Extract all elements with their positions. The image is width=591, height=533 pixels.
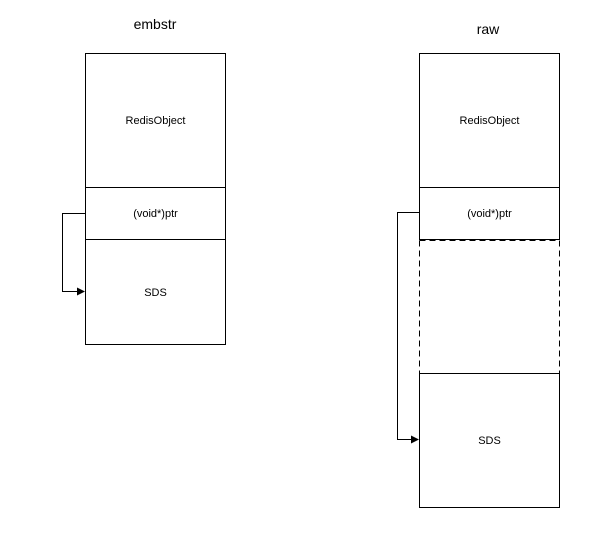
embstr-column: embstr RedisObject (void*)ptr SDS — [62, 16, 226, 345]
raw-ptr-label: (void*)ptr — [467, 208, 512, 220]
raw-redis-object-label: RedisObject — [460, 115, 520, 127]
raw-ptr-box — [419, 187, 560, 240]
raw-column: raw RedisObject (void*)ptr SDS — [397, 21, 560, 508]
embstr-pointer-arrow — [62, 213, 86, 296]
raw-title: raw — [477, 21, 500, 37]
embstr-ptr-label: (void*)ptr — [133, 208, 178, 220]
raw-sds-label: SDS — [478, 435, 501, 447]
raw-sds-box — [419, 373, 560, 508]
embstr-redis-object-label: RedisObject — [126, 115, 186, 127]
raw-pointer-arrow — [397, 212, 420, 444]
raw-memory-gap — [419, 240, 560, 374]
embstr-sds-box — [85, 239, 226, 345]
embstr-title: embstr — [134, 16, 177, 32]
embstr-sds-label: SDS — [144, 287, 167, 299]
